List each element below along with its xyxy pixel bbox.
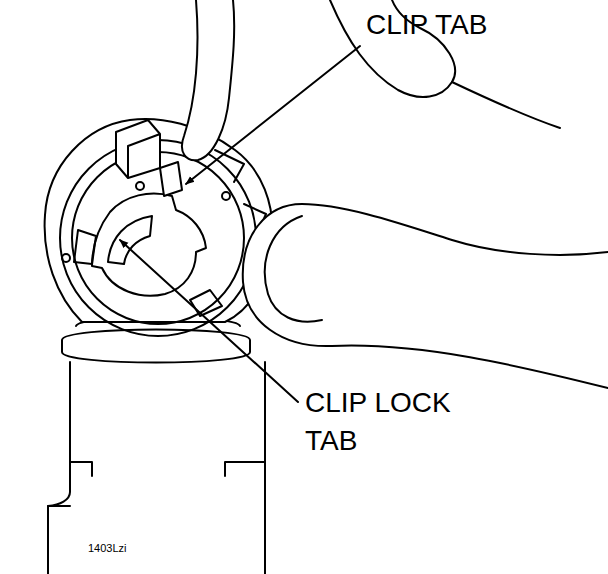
leader-line	[120, 240, 298, 402]
socket-slot	[74, 230, 222, 316]
finger-crease	[452, 82, 560, 128]
socket-tube	[48, 362, 265, 574]
thumb	[243, 204, 608, 388]
cap-rim-inner	[72, 152, 244, 324]
leader-line	[186, 46, 360, 184]
thumbnail	[265, 216, 322, 322]
socket-notch	[48, 462, 265, 506]
rim-hole	[136, 182, 144, 190]
figure-code: 1403Lzi	[88, 541, 168, 555]
clip-block	[116, 120, 160, 178]
neck-flange	[62, 330, 250, 363]
clip-tab	[160, 162, 182, 196]
rim-hole	[62, 254, 70, 262]
part-label: CLIP LOCK TAB	[305, 384, 485, 460]
clip-lock-tab	[108, 216, 152, 264]
part-label: CLIP TAB	[366, 8, 596, 42]
connector-cap	[45, 119, 273, 322]
finger	[182, 0, 234, 160]
socket-opening	[92, 194, 206, 296]
rim-hole	[222, 192, 230, 200]
cap-rib	[215, 150, 266, 232]
